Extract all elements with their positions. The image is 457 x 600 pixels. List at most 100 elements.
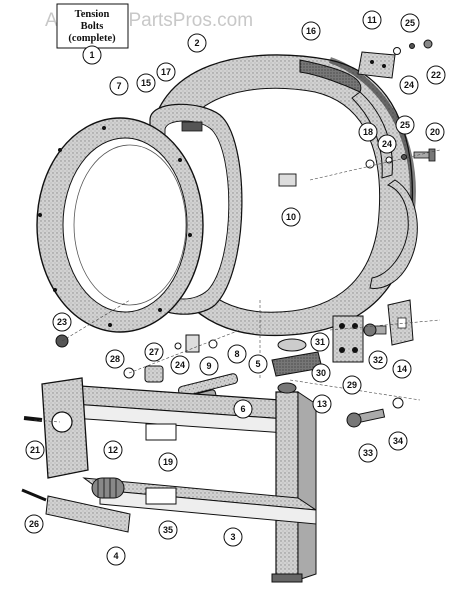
clip-10 bbox=[278, 173, 297, 187]
callout-label: 5 bbox=[255, 359, 260, 369]
clip-9 bbox=[185, 334, 200, 353]
screw-top-22 bbox=[423, 39, 433, 49]
callout-circle bbox=[281, 207, 301, 227]
callout-label: 11 bbox=[367, 15, 377, 25]
callout-label: 8 bbox=[234, 349, 239, 359]
title-line-3: (complete) bbox=[68, 33, 116, 44]
callouts: 2345678910111213141516171819202122232424… bbox=[24, 10, 446, 566]
callout-circle bbox=[158, 520, 178, 540]
callout-circle bbox=[310, 332, 330, 352]
callout-label: 24 bbox=[175, 360, 185, 370]
callout-label: 28 bbox=[110, 354, 120, 364]
callout-circle bbox=[105, 349, 125, 369]
screw-20 bbox=[413, 148, 436, 162]
callout-circle bbox=[144, 342, 164, 362]
rear-ring-segment bbox=[369, 179, 418, 289]
callout-label: 32 bbox=[373, 355, 383, 365]
callout-circle bbox=[399, 75, 419, 95]
washer-24 bbox=[385, 156, 393, 164]
callout-circle bbox=[388, 431, 408, 451]
callout-circle bbox=[156, 62, 176, 82]
callout-label: 24 bbox=[404, 80, 414, 90]
callout-label: 19 bbox=[163, 457, 173, 467]
callout-circle bbox=[187, 33, 207, 53]
nut-25 bbox=[401, 154, 407, 160]
title-box: Tension Bolts (complete) bbox=[56, 3, 129, 49]
seal-ring bbox=[299, 59, 393, 179]
callout-label: 12 bbox=[108, 445, 118, 455]
nut-top-25 bbox=[409, 43, 415, 49]
callout-circle bbox=[227, 344, 247, 364]
callout-label: 26 bbox=[29, 519, 39, 529]
callout-circle bbox=[223, 527, 243, 547]
callout-label: 10 bbox=[286, 212, 296, 222]
callout-label: 15 bbox=[141, 78, 151, 88]
callout-circle bbox=[425, 122, 445, 142]
callout-label: 17 bbox=[161, 67, 171, 77]
callout-label: 31 bbox=[315, 337, 325, 347]
callout-label: 13 bbox=[317, 399, 327, 409]
callout-label: 2 bbox=[194, 38, 199, 48]
callout-circle bbox=[392, 359, 412, 379]
bolt-33 bbox=[346, 408, 386, 428]
callout-circle bbox=[24, 514, 44, 534]
callout-label: 22 bbox=[431, 70, 441, 80]
title-line-1: Tension bbox=[75, 9, 110, 20]
main-frame bbox=[41, 377, 317, 583]
washer-34 bbox=[392, 397, 404, 409]
callout-label: 33 bbox=[363, 448, 373, 458]
callout-label: 18 bbox=[363, 127, 373, 137]
callout-circle bbox=[82, 45, 102, 65]
callout-label: 34 bbox=[393, 436, 403, 446]
callout-circle bbox=[136, 73, 156, 93]
bolt-21 bbox=[23, 416, 43, 422]
callout-circle bbox=[358, 443, 378, 463]
callout-circle bbox=[248, 354, 268, 374]
callout-label: 25 bbox=[405, 18, 415, 28]
callout-circle bbox=[25, 440, 45, 460]
pivot-rod-4 bbox=[45, 495, 131, 533]
title-line-2: Bolts bbox=[81, 21, 104, 32]
callout-circle bbox=[377, 134, 397, 154]
callout-circle bbox=[426, 65, 446, 85]
callout-circle bbox=[311, 363, 331, 383]
callout-circle bbox=[342, 375, 362, 395]
callout-circle bbox=[301, 21, 321, 41]
callout-label: 7 bbox=[116, 81, 121, 91]
callout-label: 4 bbox=[113, 551, 118, 561]
callout-label: 6 bbox=[240, 404, 245, 414]
roller-27 bbox=[144, 365, 164, 383]
callout-circle bbox=[106, 546, 126, 566]
callout-label: 30 bbox=[316, 368, 326, 378]
callout-label: 23 bbox=[57, 317, 67, 327]
washer-18 bbox=[365, 159, 375, 169]
callout-circle bbox=[400, 13, 420, 33]
front-bezel-ring bbox=[36, 117, 204, 333]
pivot-bracket-29 bbox=[332, 315, 364, 363]
callout-label: 3 bbox=[230, 532, 235, 542]
callout-label: 21 bbox=[30, 445, 40, 455]
spring-12 bbox=[91, 477, 125, 499]
callout-circle bbox=[103, 440, 123, 460]
callout-circle bbox=[368, 350, 388, 370]
cap-31 bbox=[277, 338, 307, 352]
callout-label: 25 bbox=[400, 120, 410, 130]
callout-label: 14 bbox=[397, 364, 407, 374]
callout-label: 27 bbox=[149, 347, 159, 357]
pin-26 bbox=[21, 488, 47, 502]
bracket-14 bbox=[387, 299, 414, 346]
callout-circle bbox=[362, 10, 382, 30]
callout-circle bbox=[158, 452, 178, 472]
bolt-32 bbox=[363, 323, 387, 337]
callout-label: 35 bbox=[163, 525, 173, 535]
callout-circle bbox=[199, 356, 219, 376]
callout-label: 16 bbox=[306, 26, 316, 36]
callout-circle bbox=[52, 312, 72, 332]
callout-circle bbox=[358, 122, 378, 142]
callout-circle bbox=[233, 399, 253, 419]
callout-circle bbox=[170, 355, 190, 375]
callout-label: 9 bbox=[206, 361, 211, 371]
callout-label: 24 bbox=[382, 139, 392, 149]
washer-top-24 bbox=[393, 47, 401, 55]
callout-circle bbox=[395, 115, 415, 135]
